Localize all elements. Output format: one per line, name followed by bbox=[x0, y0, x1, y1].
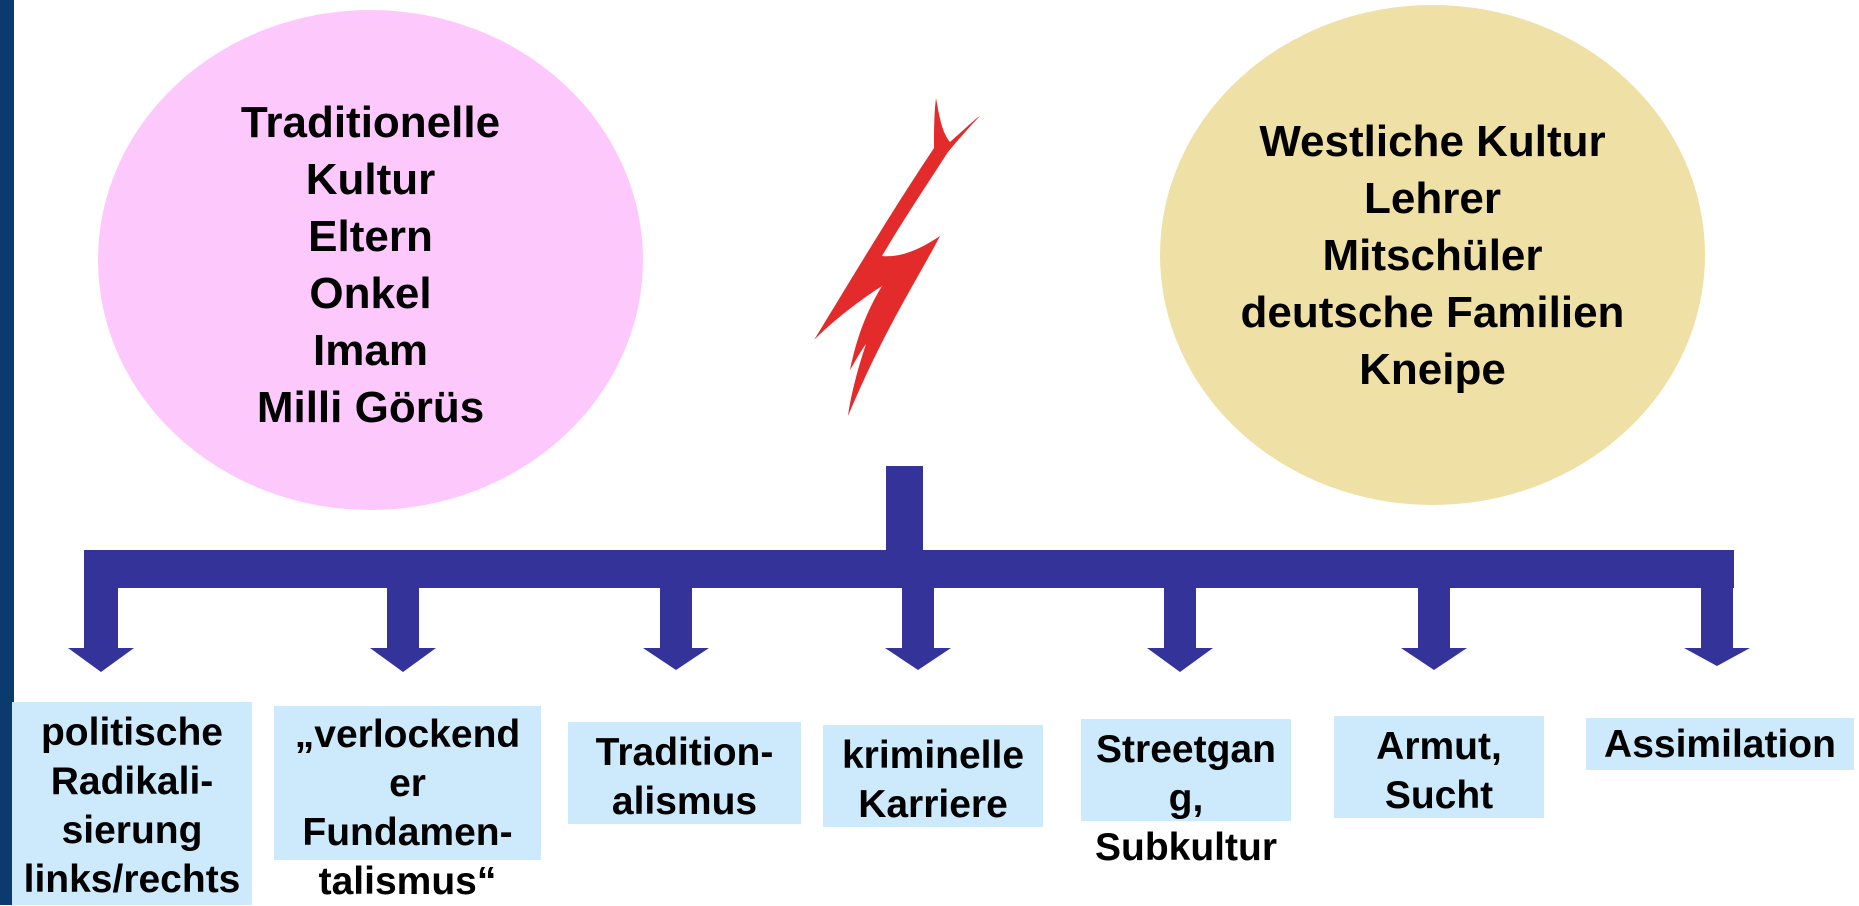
circle-text-line: Eltern bbox=[308, 212, 433, 261]
connector-stem bbox=[886, 466, 923, 556]
outcome-text-line: Streetgan bbox=[1096, 728, 1276, 771]
outcome-text-line: Subkultur bbox=[1095, 826, 1277, 869]
arrow-down-icon bbox=[643, 586, 709, 670]
arrow-down-icon bbox=[370, 586, 436, 672]
outcome-text-line: talismus“ bbox=[318, 860, 497, 903]
outcome-text-line: Radikali- bbox=[50, 760, 214, 803]
outcome-text-line: Sucht bbox=[1384, 774, 1494, 817]
outcome-text-line: g, bbox=[1168, 777, 1204, 820]
outcome-box-assimilation: Assimilation bbox=[1586, 718, 1854, 770]
arrow-down-icon bbox=[885, 586, 951, 670]
outcome-text-line: Fundamen- bbox=[302, 811, 513, 854]
circle-text-line: deutsche Familien bbox=[1240, 287, 1625, 337]
outcome-text-line: kriminelle bbox=[841, 734, 1025, 777]
outcome-text-line: Assimilation bbox=[1604, 723, 1836, 766]
outcome-text-line: Tradition- bbox=[595, 731, 774, 774]
arrow-down-icon bbox=[1684, 586, 1750, 666]
outcome-text-line: links/rechts bbox=[23, 858, 241, 901]
circle-text-line: Lehrer bbox=[1364, 173, 1501, 223]
outcome-text-line: Armut, bbox=[1376, 725, 1502, 768]
connector-bar bbox=[84, 550, 1734, 588]
circle-text-line: Traditionelle bbox=[240, 98, 501, 147]
arrow-down-icon bbox=[68, 586, 134, 672]
outcome-box-poverty-addiction: Armut, Sucht bbox=[1334, 716, 1544, 818]
traditional-culture-circle: Traditionelle Kultur Eltern Onkel Imam M… bbox=[98, 10, 643, 510]
outcome-text-line: „verlockend bbox=[294, 713, 521, 756]
outcome-text-line: Karriere bbox=[858, 783, 1008, 826]
outcome-box-traditionalism: Tradition- alismus bbox=[568, 722, 801, 824]
outcome-box-streetgang: Streetgan g, Subkultur bbox=[1081, 719, 1291, 869]
arrow-down-icon bbox=[1147, 586, 1213, 672]
outcome-box-fundamentalism: „verlockend er Fundamen- talismus“ bbox=[274, 706, 541, 903]
circle-text-line: Kultur bbox=[305, 155, 436, 204]
western-culture-circle: Westliche Kultur Lehrer Mitschüler deuts… bbox=[1160, 5, 1705, 505]
lightning-bolt-shape bbox=[814, 98, 980, 416]
circle-text-line: Imam bbox=[313, 326, 428, 375]
outcome-text-line: er bbox=[389, 762, 426, 805]
outcome-text-line: sierung bbox=[61, 809, 203, 852]
circle-text-line: Milli Görüs bbox=[256, 383, 485, 432]
lightning-bolt-icon bbox=[814, 98, 980, 416]
outcome-box-political-radicalization: politische Radikali- sierung links/recht… bbox=[12, 702, 252, 905]
outcome-box-criminal-career: kriminelle Karriere bbox=[823, 725, 1043, 827]
circle-text-line: Kneipe bbox=[1359, 344, 1506, 394]
side-accent-bar bbox=[0, 0, 14, 905]
outcome-text-line: alismus bbox=[611, 780, 758, 823]
circle-text-line: Westliche Kultur bbox=[1259, 116, 1606, 166]
circle-text-line: Mitschüler bbox=[1322, 230, 1543, 280]
outcome-text-line: politische bbox=[40, 711, 224, 754]
circle-text-line: Onkel bbox=[309, 269, 432, 318]
arrow-down-icon bbox=[1401, 586, 1467, 670]
